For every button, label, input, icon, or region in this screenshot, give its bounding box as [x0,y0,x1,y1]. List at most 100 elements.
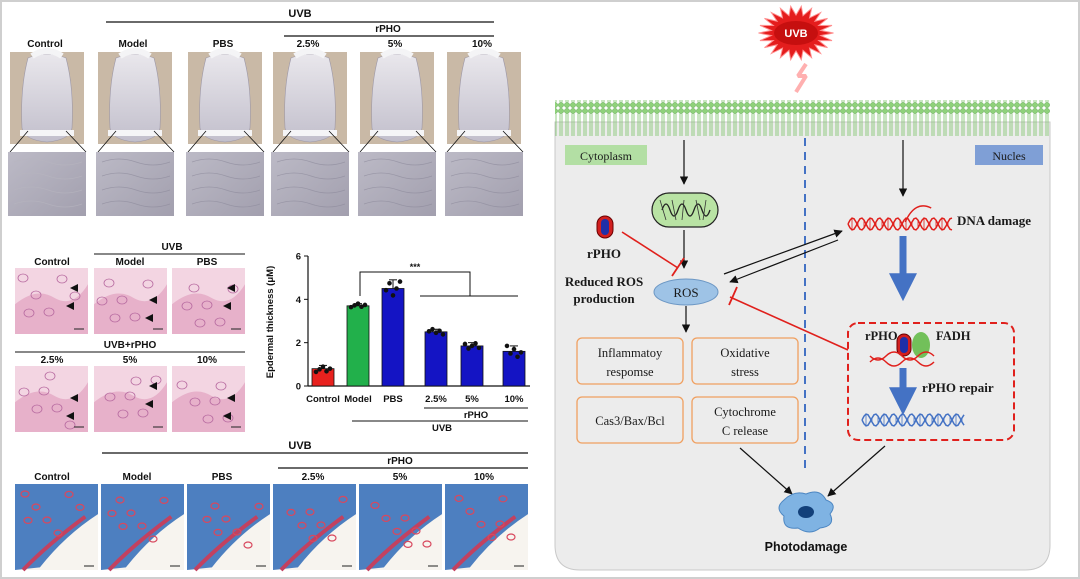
he-follicle [17,273,29,283]
he-uvb-label: UVB [161,242,182,253]
mt-follicle [213,528,223,537]
dna-damage-icon [847,205,953,231]
bar-3 [424,331,448,387]
zoom-line-right [328,130,350,153]
skin-wrinkle [276,200,346,208]
skin-wrinkle [101,200,171,208]
he-follicle [142,279,154,289]
skin-wrinkle [191,186,261,194]
he-follicle [201,300,213,310]
y-tick-label: 6 [296,252,301,263]
he-arrowhead [223,302,231,310]
photo-label-2-5: 2.5% [297,39,320,50]
data-point [430,326,435,332]
he-follicle [64,420,76,430]
data-point [390,293,396,298]
skin-wrinkle [450,200,520,208]
mt-label-pbs: PBS [212,472,233,483]
data-point [324,368,329,374]
skin-wrinkle [13,186,83,194]
mt-label-10: 10% [474,472,494,483]
zoom-line-left [272,130,292,153]
mt-follicle [476,520,486,529]
inhibit-line-rpho-ros [621,231,679,269]
skin-wrinkle [101,186,171,194]
photo-panel: UVB rPHO Control Model PBS 2.5% 5% 10% [8,8,524,216]
x-tick-label-2: PBS [383,394,403,405]
he-arrowhead [227,284,235,292]
he-arrowhead [66,412,74,420]
data-point [518,350,524,355]
mt-follicle [42,516,52,524]
mt-epidermis [365,515,431,572]
data-point [313,369,319,375]
mt-follicle [297,521,307,530]
nucleus-label: Nucles [992,149,1026,163]
mt-epidermis [451,515,517,572]
mt-follicle [327,534,337,542]
significance-bracket [359,271,518,297]
data-point [355,301,361,306]
oxidative-line2: stress [731,365,759,379]
ros-node [653,278,719,306]
skin-wrinkle [363,158,433,166]
skin-wrinkle [450,172,520,180]
data-point [437,328,442,334]
data-point [426,329,432,334]
he-follicle [30,290,42,300]
photo-labels: Control Model PBS 2.5% 5% 10% [27,39,492,50]
data-point [362,302,368,308]
skin-wrinkle [191,158,261,166]
arrow-effects-to-photodamage [739,447,793,495]
mt-follicle [381,514,391,523]
mouse-body [371,53,423,143]
data-point [476,345,482,351]
data-point [466,346,471,351]
nucleus-tag [975,145,1043,165]
data-point [387,281,392,286]
mt-follicle [243,541,253,549]
he-follicle [181,301,193,311]
mt-image-4 [359,484,442,572]
mouse-body [109,53,161,143]
he-panel: UVB Control Model PBS UVB+rPHO 2.5% 5% 1… [15,242,245,432]
he-follicle [56,274,68,284]
mouse-tape [283,130,337,136]
dna-strand [861,413,965,427]
he-follicle [18,387,30,397]
mt-collagen [187,484,270,570]
skin-closeup [445,152,523,216]
zoom-line-left [446,130,466,153]
data-point [473,341,478,346]
zoom-line-right [243,130,265,153]
data-point [508,351,513,356]
he-image-0 [15,268,88,334]
mt-follicle [20,490,30,498]
mitochondria-icon [651,192,719,228]
he-image-5 [172,366,245,432]
data-point [317,367,322,372]
inhibit-bar-rpho-ros [671,257,685,277]
data-point [469,343,475,349]
photo-label-5: 5% [388,39,403,50]
mt-collagen [273,484,356,570]
photo-label-model: Model [119,39,148,50]
arrow-ros-to-dna [723,229,843,275]
data-point [352,303,357,308]
zoom-line-right [153,130,175,153]
inhibit-line-repair-ros [729,296,849,351]
mouse-head [118,48,152,59]
skin-wrinkle [276,186,346,194]
he-label-5: 5% [123,355,138,366]
mouse-tape [20,130,74,136]
chart-ylabel: Epdermal thickness (μM) [265,266,276,378]
repair-label: rPHO repair [922,380,994,395]
skin-closeup [186,152,264,216]
arrow-repair-to-photodamage [827,445,886,497]
mt-follicle [115,496,125,504]
mt-follicle [31,503,41,511]
mt-follicle [308,534,318,543]
fadh-label: FADH [936,329,971,343]
